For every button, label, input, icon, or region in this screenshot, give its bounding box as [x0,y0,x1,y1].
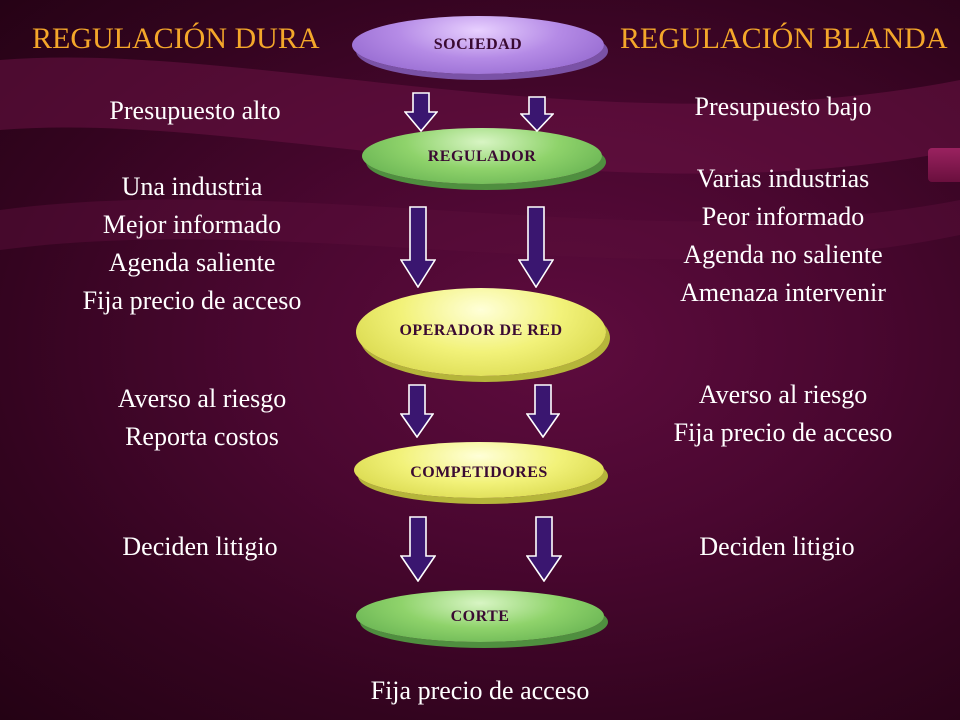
node-operador-de-red: OPERADOR DE RED [356,288,606,376]
right-trait-line: Averso al riesgo [698,380,868,409]
node-operador-label: OPERADOR DE RED [399,322,563,339]
title-soft-regulation: REGULACIÓN BLANDA [620,22,948,55]
left-budget-text: Presupuesto alto [109,96,281,125]
node-sociedad-label: SOCIEDAD [433,36,523,53]
side-tab-decoration [928,148,960,182]
left-trait-line: Mejor informado [102,210,282,239]
left-trait-line: Reporta costos [125,422,279,451]
node-sociedad: SOCIEDAD [352,16,604,74]
right-trait-line: Varias industrias [696,164,870,193]
node-corte: CORTE [356,590,604,642]
left-competitors-traits: Deciden litigio [50,528,350,566]
left-trait-line: Fija precio de acceso [82,286,302,315]
left-operator-traits: Averso al riesgo Reporta costos [52,380,352,456]
node-competidores: COMPETIDORES [354,442,604,498]
right-trait-line: Fija precio de acceso [673,418,893,447]
left-trait-line: Averso al riesgo [117,384,287,413]
arrow-down-icon [518,206,554,288]
right-trait-line: Amenaza intervenir [680,278,886,307]
left-trait-line: Deciden litigio [122,532,278,561]
arrow-down-icon [526,516,562,582]
left-trait-line: Agenda saliente [108,248,276,277]
left-regulator-traits: Una industria Mejor informado Agenda sal… [42,168,342,320]
node-competidores-label: COMPETIDORES [410,464,548,481]
left-budget: Presupuesto alto [45,92,345,130]
right-trait-line: Peor informado [701,202,865,231]
right-operator-traits: Averso al riesgo Fija precio de acceso [628,376,938,452]
arrow-down-icon [404,92,438,132]
left-trait-line: Una industria [121,172,263,201]
court-note: Fija precio de acceso [330,672,630,710]
node-corte-label: CORTE [450,608,510,625]
court-note-text: Fija precio de acceso [370,676,590,705]
arrow-down-icon [400,384,434,438]
node-regulador: REGULADOR [362,128,602,184]
right-trait-line: Deciden litigio [699,532,855,561]
arrow-down-icon [526,384,560,438]
right-budget: Presupuesto bajo [628,88,938,126]
right-budget-text: Presupuesto bajo [694,92,872,121]
node-regulador-label: REGULADOR [427,148,537,165]
arrow-down-icon [400,206,436,288]
right-regulator-traits: Varias industrias Peor informado Agenda … [628,160,938,312]
right-competitors-traits: Deciden litigio [622,528,932,566]
title-hard-regulation: REGULACIÓN DURA [32,22,320,55]
arrow-down-icon [520,96,554,132]
arrow-down-icon [400,516,436,582]
right-trait-line: Agenda no saliente [683,240,883,269]
